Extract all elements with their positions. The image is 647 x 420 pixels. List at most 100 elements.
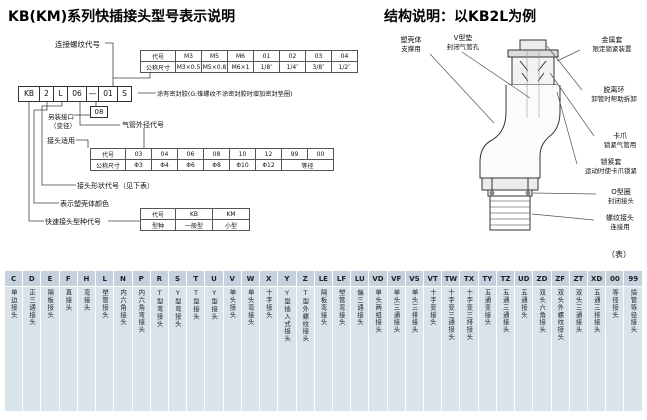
thread-code-cell: M6: [227, 50, 254, 62]
thread-code-cell: M3: [175, 50, 202, 62]
shape-code: U: [204, 270, 224, 287]
shape-code: S: [167, 270, 188, 287]
thread-shape: [489, 195, 531, 231]
table-note: （表）: [607, 250, 631, 259]
shape-desc-cell: 五通三通接头: [495, 286, 516, 412]
thread-code-cell: M5: [201, 50, 228, 62]
o-ring-groove-shape: [487, 189, 533, 197]
shape-desc-cell: 单头三通接头: [386, 286, 406, 412]
shape-desc: 十字变三通接头: [447, 289, 456, 341]
metal-sleeve-shape: [511, 56, 555, 86]
thread-size-cell: 1/2″: [331, 61, 358, 73]
shape-desc: Y型插入式接头: [283, 289, 292, 343]
model-box-series: KB: [18, 86, 40, 102]
shape-code: W: [240, 270, 261, 287]
shape-code: Y: [277, 270, 297, 287]
tube-sizes-row: 公称尺寸 Φ3 Φ4 Φ6 Φ8 Φ10 Φ12 等径: [90, 159, 334, 171]
part-label-release-ring: 脱离环 卸管时帮助拆卸: [583, 86, 645, 104]
shape-desc: 正三通接头: [28, 289, 37, 326]
tube-channel-shape: [526, 50, 540, 118]
part-name: 塑壳体: [400, 36, 422, 44]
tube-size-cell: Φ8: [203, 159, 230, 171]
shape-code: TW: [441, 270, 461, 287]
part-function: 卸管时帮助拆卸: [591, 95, 637, 104]
thread-size-cell: 1/4″: [279, 61, 306, 73]
shape-desc: 偏三通接头: [355, 289, 364, 326]
shape-desc: T型外螺纹接头: [301, 289, 310, 343]
model-number: KB 2 L 06 — 01 S: [18, 86, 132, 102]
shape-code: N: [113, 270, 133, 287]
shape-desc-cell: 单头接头: [222, 286, 242, 412]
thread-code-cell: 04: [331, 50, 358, 62]
shape-desc-cell: T型外螺纹接头: [295, 286, 315, 412]
tube-code-cell: 06: [177, 148, 204, 160]
row-label: 代号: [90, 148, 126, 160]
shape-desc: 五通三通接头: [501, 289, 510, 334]
applicable-label: 接头适用: [47, 137, 75, 145]
shape-code: V: [222, 270, 242, 287]
shape-code: R: [149, 270, 169, 287]
row-label: 型种: [140, 219, 176, 231]
type-code-cell: KM: [212, 208, 250, 220]
tube-code-cell: 03: [125, 148, 152, 160]
row-label: 代号: [140, 50, 176, 62]
part-function: 封闭气管孔: [446, 43, 480, 52]
model-box-tube-od: 06: [67, 86, 87, 102]
part-label-metal-sleeve: 金属套 限定锁紧装置: [581, 36, 643, 54]
shape-desc: 十字变接头: [428, 289, 437, 326]
tube-size-cell: Φ4: [151, 159, 178, 171]
color-label: 表示塑壳体颜色: [60, 200, 109, 208]
thread-size-cell: 3/8″: [305, 61, 332, 73]
shape-desc-cell: 隔板接头: [40, 286, 60, 412]
shape-code: D: [22, 270, 42, 287]
shape-desc: Y型接头: [210, 289, 219, 321]
shape-code-label: 接头形状代号（见下表）: [77, 182, 154, 190]
shape-code: X: [259, 270, 279, 287]
shape-desc: 单头两组接头: [374, 289, 383, 334]
shape-desc-cell: 插管等径接头: [623, 286, 643, 412]
part-function: 封闭接头: [608, 197, 634, 206]
type-names-row: 型种 一般型 小型: [140, 219, 250, 231]
shape-desc: 双头六角接头: [538, 289, 547, 334]
shape-desc: T型弯接头: [155, 289, 164, 328]
tube-size-cell: Φ3: [125, 159, 152, 171]
shape-desc: 直接头: [64, 289, 73, 312]
shape-desc: 弯接头: [82, 289, 91, 312]
shape-code: VF: [386, 270, 406, 287]
shape-desc-cell: 塑管接头: [95, 286, 115, 412]
shape-desc: 塑管弯接头: [337, 289, 346, 326]
part-name: V型垫: [453, 34, 473, 42]
thread-code-cell: 01: [253, 50, 280, 62]
shape-code: ZT: [568, 270, 589, 287]
shape-desc-cell: 五通三排接头: [586, 286, 607, 412]
part-name: 脱离环: [603, 86, 625, 94]
shape-desc: 十字变三排接头: [465, 289, 474, 341]
shape-desc: 单头三通接头: [392, 289, 401, 334]
shape-desc-cell: 双头外螺纹接头: [550, 286, 570, 412]
shape-desc: 单头弯接头: [246, 289, 255, 326]
shape-code: LF: [331, 270, 352, 287]
tube-size-cell-equal: 等径: [281, 159, 334, 171]
shape-desc: 五通三排接头: [592, 289, 601, 334]
part-label-lock-sleeve: 锁紧套 运动时使卡爪锁紧: [578, 158, 644, 176]
shape-code: P: [131, 270, 151, 287]
o-ring-shape: [525, 190, 531, 196]
model-box-shape: L: [53, 86, 68, 102]
thread-size-cell: M3×0.5: [175, 61, 202, 73]
right-title: 结构说明：以KB2L为例: [384, 9, 537, 25]
part-label-v-gasket: V型垫 封闭气管孔: [437, 34, 489, 52]
part-label-shell: 塑壳体 支撑用: [388, 36, 434, 54]
part-function: 支撑用: [401, 45, 421, 54]
shape-desc-cell: 内六角弯接头: [131, 286, 151, 412]
part-label-o-ring: O型圈 封闭接头: [597, 188, 645, 206]
tube-code-cell: 08: [203, 148, 230, 160]
o-ring-shape: [489, 190, 495, 196]
shape-code: Z: [295, 270, 315, 287]
shape-desc-cell: 五通接头: [514, 286, 534, 412]
thread-code-cell: 03: [305, 50, 332, 62]
